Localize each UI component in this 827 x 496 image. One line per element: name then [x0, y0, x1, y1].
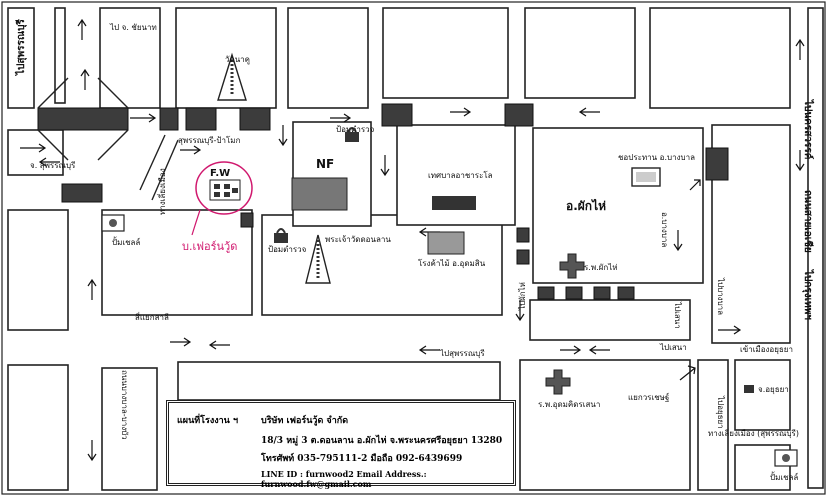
road-label-ban-khao: ไปบางบาล [716, 277, 725, 315]
interchange-lines [37, 77, 179, 201]
road-label-to-bangkok: ไปกรุงเทพฯ [802, 269, 815, 320]
chamber-building-icon [744, 385, 754, 393]
place-hospital-phakhai: ร.พ.ผักไห่ [584, 263, 617, 272]
info-company: บริษัท เฟอร์นวู้ด จำกัด [261, 416, 349, 426]
road-label-bypass: ทางเลี่ยงเมือง [156, 168, 167, 215]
pump-station-icon [101, 214, 125, 232]
place-pump-left: ปั้มเชลล์ [112, 236, 140, 247]
hospital-cross-icon [559, 253, 585, 279]
info-phone: โทรศัพท์ 035-795111-2 มือถือ 092-6439699 [261, 454, 463, 464]
post-office-icon [631, 167, 661, 187]
statue-temple-icon [305, 234, 331, 284]
place-chamber: จ.อยุธยา [758, 385, 789, 394]
place-wat-nu: วัดนาคู [225, 55, 250, 65]
police-lock-icon [345, 127, 359, 142]
place-factory: โรงค้าไม้ อ.อุดมสิน [418, 258, 486, 268]
place-pump-right: ปั้มเชลล์ [770, 471, 798, 482]
bridges [37, 103, 729, 300]
fw-factory-marker [191, 161, 253, 236]
road-label-suphan-pakhai: สุพรรณบุรี-ป้าโมก [178, 135, 241, 145]
road-label-suphan: จ. สุพรรณบุรี [30, 161, 76, 170]
police-lock-icon [274, 228, 288, 243]
company-info-box: แผนที่โรงงาน ฯ บริษัท เฟอร์นวู้ด จำกัด 1… [166, 400, 516, 489]
place-police-bottom: ป้อมตำรวจ [268, 245, 307, 254]
road-label-junction: สี่แยกสาลี [135, 311, 169, 322]
pump-station-icon [774, 449, 798, 467]
place-nf: NF [316, 157, 334, 171]
place-bangbal: อ.บางบาล [660, 212, 669, 247]
road-label-sena: ไปเสนา [673, 301, 682, 329]
place-company-handwritten: บ.เฟอร์นวู้ด [182, 240, 237, 253]
info-line-email: LINE ID : furnwood2 Email Address.: furn… [261, 469, 427, 489]
place-post: ชอประทาน อ.บางบาล [618, 153, 695, 162]
place-fw: F.W [210, 168, 230, 179]
place-hospital-udom: ร.พ.อุดมคิดรเสนา [538, 400, 600, 409]
road-label-ayut: ไปอยุธยา [716, 395, 725, 429]
direction-arrows [20, 18, 805, 462]
place-ampoe: อ.ผักไห่ [566, 198, 606, 213]
road-label-to-suphan-top: ไปสุพรรณบุรี [14, 19, 27, 76]
hospital-cross-icon [545, 369, 571, 395]
nf-building-icon [291, 177, 348, 211]
road-label-to-phakhai: ไปผักไห่ [518, 282, 527, 311]
wat-nu-temple-icon [217, 52, 247, 101]
road-label-asia: ถนนสายเอเชีย [802, 190, 814, 253]
place-municipality: เทศบาลอาชาระโล [428, 170, 493, 180]
factory-building-icon [427, 231, 465, 255]
road-label-bypass-right: ทางเลี่ยงเมือง (สุพรรณบุรี) [708, 427, 799, 438]
road-label-to-chainat: ไป จ. ชัยนาท [109, 23, 157, 32]
road-label-to-suphan-bottom: ไปสุพรรณบุรี [439, 349, 485, 358]
place-police-top: ป้อมตำรวจ [336, 125, 375, 134]
road-label-inter: แยกวรเชษฐ์ [628, 392, 669, 402]
road-label-bangbal-bangbua: ถนนบางบาล-บางบัว [120, 370, 129, 440]
municipality-building-icon [432, 196, 476, 210]
road-label-to-nakhon: ไปนครสวรรค์ [802, 99, 815, 160]
place-statue: พระเจ้าวัดดอนลาน [325, 235, 391, 244]
info-address: 18/3 หมู่ 3 ต.ดอนลาน อ.ผักไห่ จ.พระนครศร… [261, 436, 503, 446]
info-title: แผนที่โรงงาน ฯ [177, 416, 239, 426]
road-label-sena-2: ไปเสนา [659, 343, 687, 352]
road-label-soi-ayut: เข้าเมืองอยุธยา [740, 345, 793, 354]
